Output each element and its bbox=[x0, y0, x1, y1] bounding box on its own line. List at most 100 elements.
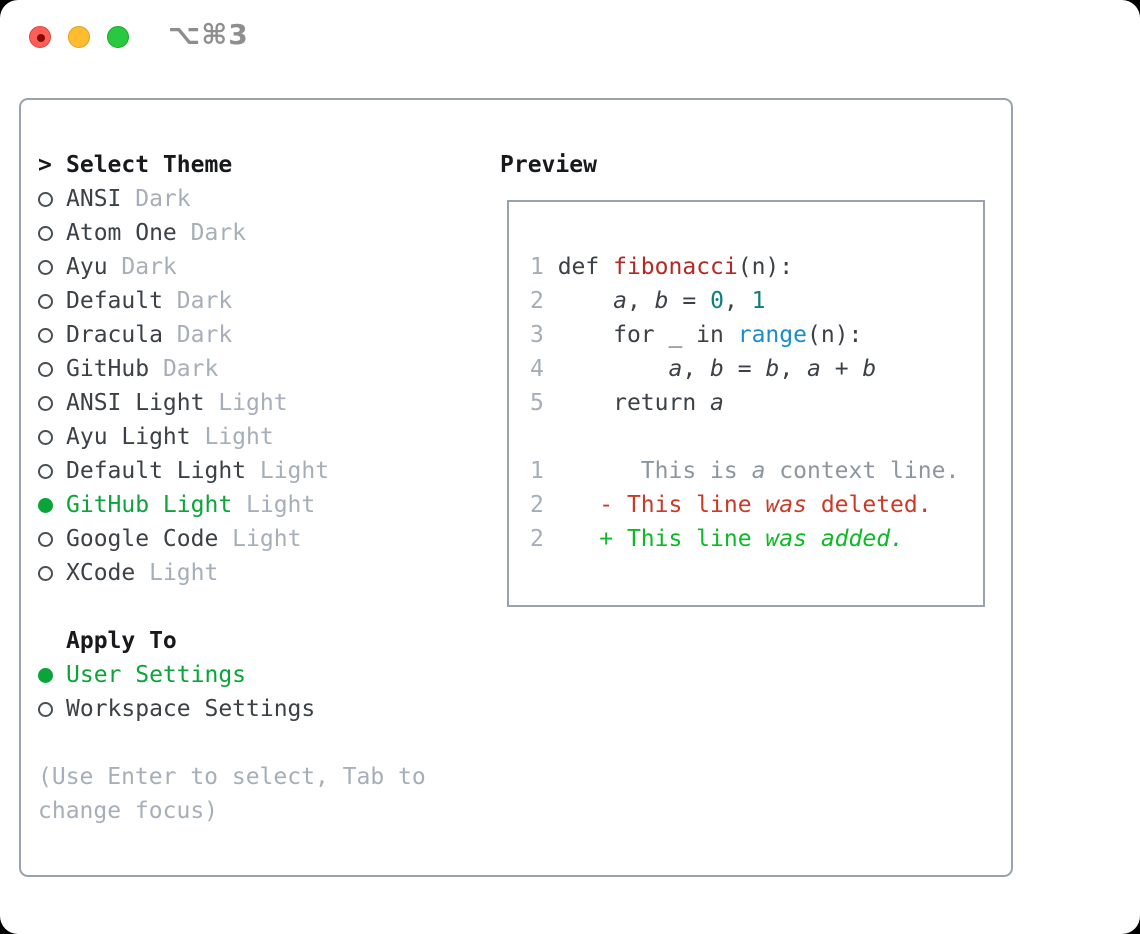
theme-variant: Light bbox=[204, 390, 288, 416]
theme-option[interactable]: GitHub Dark bbox=[38, 352, 426, 386]
code-preview: 1 def fibonacci(n):2 a, b = 0, 1 3 for _ … bbox=[530, 250, 959, 556]
radio-unselected-icon bbox=[38, 565, 66, 581]
theme-option[interactable]: Default Light Light bbox=[38, 454, 426, 488]
radio-unselected-icon bbox=[38, 191, 66, 207]
radio-unselected-icon bbox=[38, 395, 66, 411]
radio-dot bbox=[38, 327, 53, 343]
code-token: + bbox=[820, 356, 863, 382]
radio-dot bbox=[38, 259, 53, 275]
radio-dot bbox=[38, 565, 53, 581]
theme-variant: Light bbox=[190, 424, 274, 450]
window-title: ⌥⌘3 bbox=[168, 18, 249, 51]
radio-selected-icon bbox=[38, 497, 66, 513]
theme-option[interactable]: Google Code Light bbox=[38, 522, 426, 556]
code-token: return bbox=[543, 390, 711, 416]
line-number: 2 bbox=[530, 288, 544, 314]
close-button[interactable] bbox=[29, 26, 51, 48]
theme-option[interactable]: Atom One Dark bbox=[38, 216, 426, 250]
radio-dot bbox=[38, 531, 53, 547]
theme-variant: Light bbox=[218, 526, 302, 552]
line-number: 4 bbox=[530, 356, 544, 382]
radio-unselected-icon bbox=[38, 429, 66, 445]
theme-option[interactable]: Default Dark bbox=[38, 284, 426, 318]
line-number: 2 bbox=[530, 526, 544, 552]
apply-to-header-row: Apply To bbox=[38, 624, 426, 658]
theme-option[interactable]: GitHub Light Light bbox=[38, 488, 426, 522]
preview-line bbox=[530, 420, 959, 454]
theme-option[interactable]: Ayu Light Light bbox=[38, 420, 426, 454]
theme-option[interactable]: XCode Light bbox=[38, 556, 426, 590]
code-token: range bbox=[737, 322, 807, 348]
radio-unselected-icon bbox=[38, 361, 66, 377]
theme-name: Atom One bbox=[66, 220, 177, 246]
radio-selected-icon bbox=[38, 667, 66, 683]
radio-dot bbox=[38, 293, 53, 309]
code-token: was bbox=[765, 492, 807, 518]
code-token: = bbox=[723, 356, 766, 382]
code-token: fibonacci bbox=[613, 254, 738, 280]
theme-variant: Dark bbox=[107, 254, 177, 280]
radio-unselected-icon bbox=[38, 259, 66, 275]
preview-line: 2 a, b = 0, 1 bbox=[530, 284, 959, 318]
code-token: deleted. bbox=[806, 492, 932, 518]
line-number: 2 bbox=[530, 492, 544, 518]
radio-dot bbox=[38, 497, 53, 513]
theme-name: Ayu bbox=[66, 254, 108, 280]
preview-line: 2 - This line was deleted. bbox=[530, 488, 959, 522]
theme-name: Default Light bbox=[66, 458, 247, 484]
apply-to-option[interactable]: User Settings bbox=[38, 658, 426, 692]
radio-unselected-icon bbox=[38, 701, 66, 717]
theme-variant: Dark bbox=[176, 220, 247, 246]
preview-box: 1 def fibonacci(n):2 a, b = 0, 1 3 for _ … bbox=[507, 200, 985, 607]
code-token: - This line bbox=[543, 492, 766, 518]
hint-line-2: change focus) bbox=[38, 798, 219, 824]
theme-name: XCode bbox=[66, 560, 136, 586]
code-token bbox=[807, 526, 821, 552]
apply-to-option[interactable]: Workspace Settings bbox=[38, 692, 426, 726]
theme-variant: Dark bbox=[121, 186, 191, 212]
theme-variant: Dark bbox=[162, 322, 233, 348]
theme-name: ANSI bbox=[66, 186, 122, 212]
code-token: def bbox=[543, 254, 614, 280]
radio-unselected-icon bbox=[38, 327, 66, 343]
minimize-button[interactable] bbox=[68, 26, 90, 48]
code-token: b bbox=[710, 356, 724, 382]
preview-line: 2 + This line was added. bbox=[530, 522, 959, 556]
theme-variant: Dark bbox=[149, 356, 219, 382]
code-token: , bbox=[626, 288, 655, 314]
preview-line: 1 def fibonacci(n): bbox=[530, 250, 959, 284]
radio-dot bbox=[38, 225, 53, 241]
code-token: , bbox=[723, 288, 752, 314]
code-token: 1 bbox=[751, 288, 766, 314]
theme-option[interactable]: ANSI Dark bbox=[38, 182, 426, 216]
theme-list-title: Select Theme bbox=[66, 152, 233, 178]
preview-title: Preview bbox=[500, 152, 597, 178]
code-token: for _ in bbox=[543, 322, 738, 348]
apply-to-label: Workspace Settings bbox=[66, 696, 316, 722]
hint-line-1: (Use Enter to select, Tab to bbox=[38, 764, 426, 790]
theme-variant: Dark bbox=[162, 288, 233, 314]
radio-dot bbox=[38, 463, 53, 479]
line-number bbox=[530, 424, 544, 450]
code-token bbox=[544, 356, 669, 382]
code-token: + This line bbox=[543, 526, 766, 552]
code-token: This is bbox=[543, 458, 752, 484]
theme-variant: Light bbox=[135, 560, 219, 586]
theme-option[interactable]: Ayu Dark bbox=[38, 250, 426, 284]
preview-line: 5 return a bbox=[530, 386, 959, 420]
radio-unselected-icon bbox=[38, 463, 66, 479]
zoom-button[interactable] bbox=[107, 26, 129, 48]
theme-option[interactable]: Dracula Dark bbox=[38, 318, 426, 352]
theme-list-header-row: > Select Theme bbox=[38, 148, 426, 182]
theme-name: Google Code bbox=[66, 526, 219, 552]
theme-option[interactable]: ANSI Light Light bbox=[38, 386, 426, 420]
line-number: 3 bbox=[530, 322, 544, 348]
radio-unselected-icon bbox=[38, 531, 66, 547]
code-token: , bbox=[682, 356, 711, 382]
preview-line: 1 This is a context line. bbox=[530, 454, 959, 488]
code-token: , bbox=[779, 356, 808, 382]
preview-line: 4 a, b = b, a + b bbox=[530, 352, 959, 386]
